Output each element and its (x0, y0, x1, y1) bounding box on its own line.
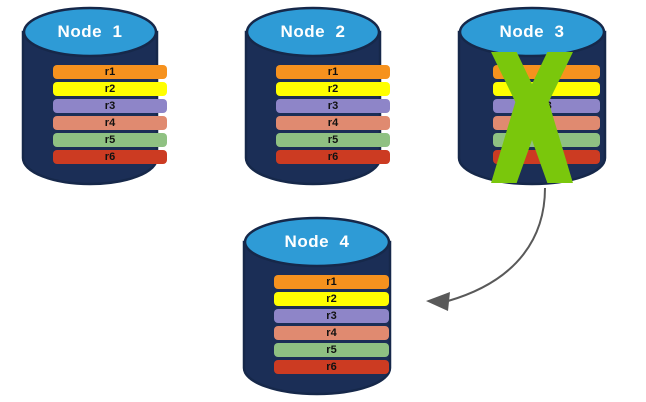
row-r2[interactable]: r2 (53, 82, 167, 96)
row-label: r1 (104, 65, 116, 78)
row-r4[interactable]: r4 (276, 116, 390, 130)
row-label: r1 (327, 65, 339, 78)
node-2[interactable]: Node 2 r1 r2 r3 r4 r5 r6 (244, 6, 390, 186)
row-label: r4 (327, 116, 339, 129)
row-r3[interactable]: r3 (274, 309, 389, 323)
row-label: r5 (327, 133, 339, 146)
row-r2[interactable]: r2 (274, 292, 389, 306)
row-r6[interactable]: r6 (53, 150, 167, 164)
row-r1[interactable]: r1 (276, 65, 390, 79)
row-r4[interactable]: r4 (274, 326, 389, 340)
row-r6[interactable]: r6 (274, 360, 389, 374)
node-4[interactable]: Node 4 r1 r2 r3 r4 r5 r6 (242, 216, 392, 396)
row-label: r3 (327, 99, 339, 112)
row-r5[interactable]: r5 (274, 343, 389, 357)
node-failed-x-icon (491, 52, 573, 183)
node-2-title: Node 2 (280, 22, 346, 41)
row-label: r5 (104, 133, 116, 146)
row-r5[interactable]: r5 (53, 133, 167, 147)
node-1[interactable]: Node 1 r1 r2 r3 r4 r5 r6 (21, 6, 167, 186)
row-label: r2 (326, 292, 337, 305)
node-1-title: Node 1 (57, 22, 123, 41)
row-label: r1 (326, 275, 337, 288)
row-r5[interactable]: r5 (276, 133, 390, 147)
row-r4[interactable]: r4 (53, 116, 167, 130)
row-label: r3 (326, 309, 337, 322)
node-2-rows: r1 r2 r3 r4 r5 r6 (276, 65, 390, 170)
row-r3[interactable]: r3 (276, 99, 390, 113)
row-r1[interactable]: r1 (53, 65, 167, 79)
node-4-rows: r1 r2 r3 r4 r5 r6 (274, 275, 389, 380)
row-label: r3 (104, 99, 116, 112)
row-label: r6 (327, 150, 339, 163)
row-label: r2 (104, 82, 116, 95)
row-label: r6 (326, 360, 337, 373)
row-label: r6 (104, 150, 116, 163)
row-r2[interactable]: r2 (276, 82, 390, 96)
row-r1[interactable]: r1 (274, 275, 389, 289)
node-1-rows: r1 r2 r3 r4 r5 r6 (53, 65, 167, 170)
row-label: r5 (326, 343, 337, 356)
row-label: r4 (104, 116, 116, 129)
row-r6[interactable]: r6 (276, 150, 390, 164)
row-label: r2 (327, 82, 339, 95)
row-label: r4 (326, 326, 337, 339)
node-3[interactable]: Node 3 r1 r2 r3 r4 r5 r6 (457, 6, 607, 186)
node-3-title: Node 3 (499, 22, 565, 41)
node-4-title: Node 4 (284, 232, 350, 251)
row-r3[interactable]: r3 (53, 99, 167, 113)
